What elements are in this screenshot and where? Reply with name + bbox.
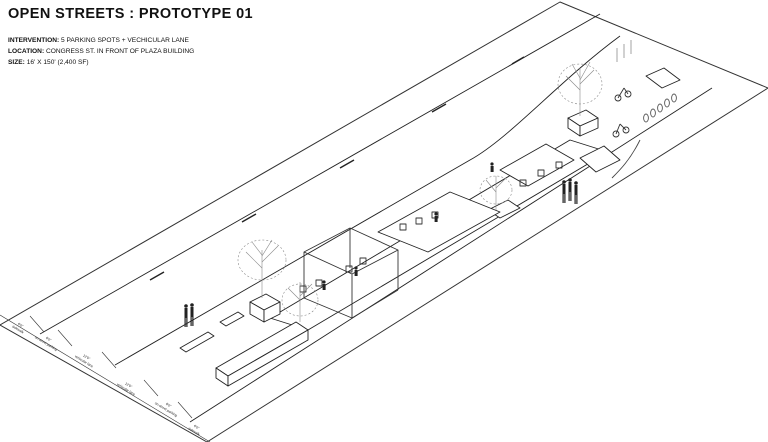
lane-dashes xyxy=(149,56,525,281)
dimension-label: sidewalk xyxy=(187,426,200,436)
size-value: 16' X 150' (2,400 SF) xyxy=(26,59,89,66)
dimension-value: 6'0" xyxy=(193,424,201,431)
benches xyxy=(179,67,681,387)
cyclists xyxy=(612,87,632,138)
intervention-line: INTERVENTION: 5 PARKING SPOTS + VECHICUL… xyxy=(8,37,189,44)
pedestrian-group-right xyxy=(562,178,578,204)
dimension-label: sidewalk xyxy=(11,324,24,334)
dimension-value: 8'0" xyxy=(45,336,53,343)
location-label: LOCATION: xyxy=(8,48,45,55)
dimension-strip xyxy=(0,314,211,442)
dimension-value: 12'0" xyxy=(82,353,91,361)
dimension-1: 6'0"sidewalk xyxy=(11,322,25,335)
curb-line-parking xyxy=(114,35,621,366)
tree-bay xyxy=(479,175,513,210)
size-label: SIZE: xyxy=(8,59,25,66)
dimension-value: 6'0" xyxy=(17,322,25,329)
tree-left xyxy=(237,239,287,298)
far-sidewalk-curb xyxy=(39,13,601,335)
pedestrian-pair-left xyxy=(184,303,194,327)
pedestrians xyxy=(184,162,578,327)
dimension-value: 12'0" xyxy=(124,381,133,389)
dimension-6: 6'0"sidewalk xyxy=(187,424,201,437)
location-value: CONGRESS ST. IN FRONT OF PLAZA BUILDING xyxy=(45,48,195,55)
near-curb-bulb xyxy=(611,139,641,179)
pavilion-frame xyxy=(303,227,399,319)
dimension-value: 8'0" xyxy=(165,402,173,409)
seated-people xyxy=(322,162,494,290)
seating-bay xyxy=(377,143,575,253)
cafe-seating xyxy=(299,161,563,293)
bollards xyxy=(616,40,632,62)
diagram-title: OPEN STREETS : PROTOTYPE 01 xyxy=(8,6,254,22)
near-sidewalk-curb xyxy=(189,87,713,423)
intervention-value: 5 PARKING SPOTS + VECHICULAR LANE xyxy=(61,37,189,44)
tree-mid xyxy=(281,282,319,322)
bike-rack xyxy=(643,93,677,123)
location-line: LOCATION: CONGRESS ST. IN FRONT OF PLAZA… xyxy=(8,48,194,55)
trees xyxy=(237,61,603,322)
tree-right xyxy=(557,61,603,116)
size-line: SIZE: 16' X 150' (2,400 SF) xyxy=(8,59,89,66)
intervention-label: INTERVENTION: xyxy=(8,37,60,44)
